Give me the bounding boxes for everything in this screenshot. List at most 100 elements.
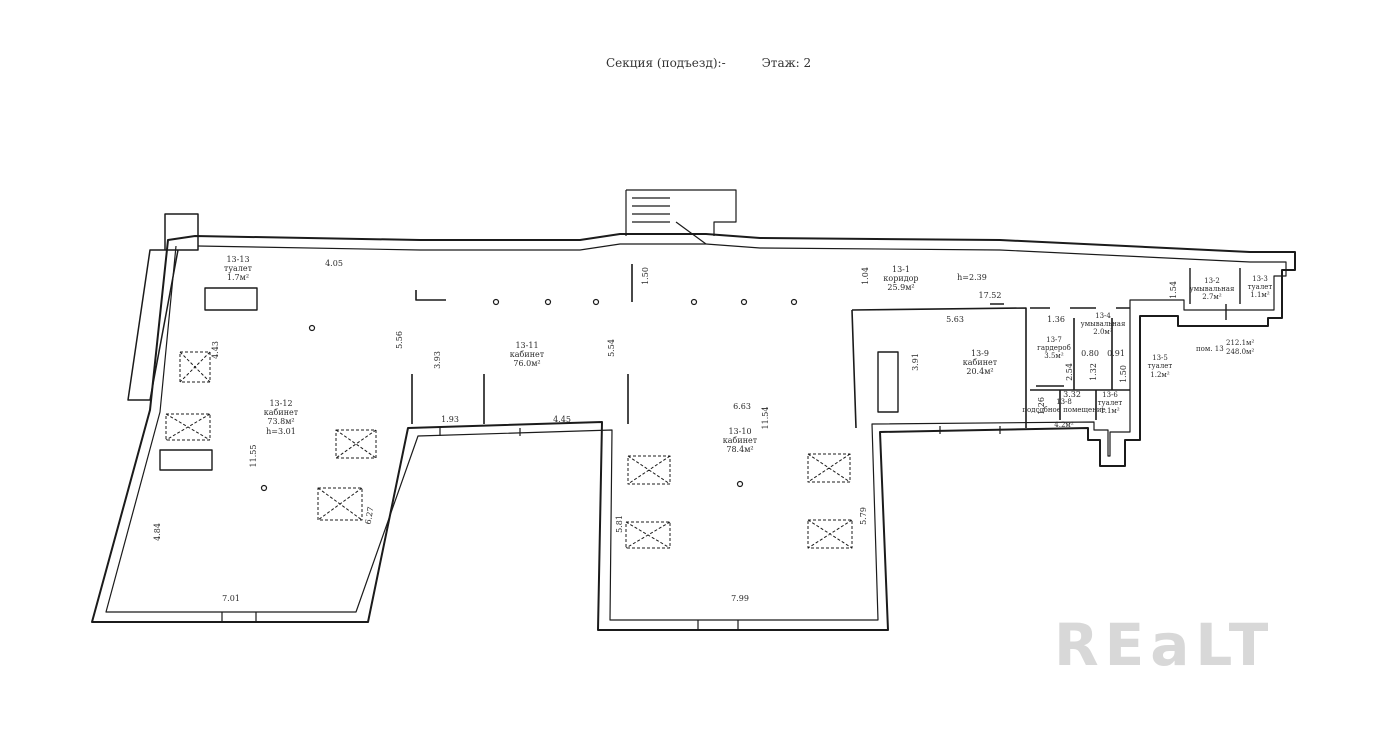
room-area: 3.5м² bbox=[1044, 352, 1064, 360]
room-13-12: 13-12 кабинет 73.8м² h=3.01 bbox=[264, 399, 299, 436]
sink-fixture-13-12 bbox=[159, 449, 213, 471]
room-id: 13-13 bbox=[226, 255, 249, 264]
room-13-3: 13-3 туалет 1.1м² bbox=[1248, 275, 1273, 299]
dimension-label: 4.43 bbox=[211, 341, 220, 359]
plan-header: Секция (подъезд):- Этаж: 2 bbox=[606, 56, 811, 70]
room-id: 13-11 bbox=[515, 341, 538, 350]
room-area: 1.1м² bbox=[1100, 407, 1120, 415]
room-height: h=3.01 bbox=[266, 427, 296, 436]
room-id: 13-10 bbox=[728, 427, 751, 436]
dimension-label: 11.54 bbox=[761, 407, 770, 430]
dimension-label: 17.52 bbox=[979, 291, 1002, 300]
room-type: гардероб bbox=[1037, 344, 1071, 352]
right-bay-partitions bbox=[1189, 268, 1241, 320]
dimension-label: 1.50 bbox=[641, 267, 650, 285]
room-13-13: 13-13 туалет 1.7м² bbox=[224, 255, 253, 282]
room-13-9: 13-9 кабинет 20.4м² bbox=[963, 349, 998, 376]
dimension-label: 1.54 bbox=[1169, 281, 1178, 299]
room-id: 13-2 bbox=[1204, 277, 1220, 285]
room-type: туалет bbox=[1098, 399, 1123, 407]
room-id: 13-8 bbox=[1056, 398, 1072, 406]
room-13-7: 13-7 гардероб 3.5м² bbox=[1037, 336, 1071, 360]
room-area: 78.4м² bbox=[726, 445, 753, 454]
room-type: туалет bbox=[224, 264, 253, 273]
dimension-label: 1.50 bbox=[1119, 365, 1128, 383]
room-type: туалет bbox=[1248, 283, 1273, 291]
inner-wall bbox=[105, 243, 1287, 621]
dimension-label: 5.81 bbox=[615, 515, 624, 533]
dimension-label: 1.93 bbox=[441, 415, 459, 424]
room-type: кабинет bbox=[723, 436, 758, 445]
room-area: 2.0м² bbox=[1093, 328, 1113, 336]
room-13-4: 13-4 умывальная 2.0м² bbox=[1081, 312, 1126, 336]
dimension-label: 6.63 bbox=[733, 402, 751, 411]
room-id: 13-12 bbox=[269, 399, 292, 408]
dimension-label: 4.45 bbox=[553, 415, 571, 424]
room-area: 25.9м² bbox=[887, 283, 914, 292]
dimension-label: 3.93 bbox=[433, 351, 442, 369]
dimension-label: 3.32 bbox=[1063, 390, 1081, 399]
room-13-8: 13-8 подсобное помещение 4.2м² bbox=[1022, 398, 1105, 429]
room-13-10: 13-10 кабинет 78.4м² bbox=[723, 427, 758, 454]
dimension-label: 5.79 bbox=[859, 507, 868, 525]
dimension-label: 1.04 bbox=[861, 267, 870, 285]
room-area: 2.7м² bbox=[1202, 293, 1222, 301]
dimension-label: 3.91 bbox=[911, 353, 920, 371]
room-area: 76.0м² bbox=[513, 359, 540, 368]
summary-area-total: 248.0м² bbox=[1226, 348, 1254, 356]
dimension-label: 1.36 bbox=[1047, 315, 1065, 324]
room-id: 13-6 bbox=[1102, 391, 1118, 399]
columns bbox=[260, 298, 798, 492]
room-id: 13-1 bbox=[892, 265, 910, 274]
room-id: 13-3 bbox=[1252, 275, 1268, 283]
small-rooms-partitions bbox=[1030, 307, 1130, 420]
room-area: 1.7м² bbox=[227, 273, 249, 282]
stub-walls bbox=[411, 264, 1004, 424]
window-openings bbox=[221, 426, 1001, 630]
dimension-label: 4.05 bbox=[325, 259, 343, 268]
room-id: 13-9 bbox=[971, 349, 989, 358]
outer-wall bbox=[91, 233, 1296, 631]
room-area: 1.1м² bbox=[1250, 291, 1270, 299]
room-type: кабинет bbox=[963, 358, 998, 367]
dimension-label: 7.01 bbox=[222, 594, 240, 603]
skylights bbox=[165, 351, 853, 549]
room-type: умывальная bbox=[1190, 285, 1235, 293]
room-area: 4.2м² bbox=[1054, 421, 1074, 429]
room-type: туалет bbox=[1148, 362, 1173, 370]
left-bay bbox=[127, 213, 199, 401]
dimension-label: 5.54 bbox=[607, 339, 616, 357]
section-label: Секция (подъезд):- bbox=[606, 56, 726, 70]
room-13-2: 13-2 умывальная 2.7м² bbox=[1190, 277, 1235, 301]
floor-label: Этаж: 2 bbox=[761, 56, 812, 70]
dimension-label: 1.32 bbox=[1089, 363, 1098, 381]
dimension-label: 5.63 bbox=[946, 315, 964, 324]
room-area: 20.4м² bbox=[966, 367, 993, 376]
dimension-label: 6.27 bbox=[364, 506, 376, 525]
summary-area-main: 212.1м² bbox=[1226, 339, 1254, 347]
dimension-label: 11.55 bbox=[249, 445, 258, 468]
room-area: 73.8м² bbox=[267, 417, 294, 426]
room-type: кабинет bbox=[264, 408, 299, 417]
dimension-label: 4.84 bbox=[153, 523, 162, 541]
entrance-stair bbox=[625, 189, 737, 245]
dimension-label: 2.54 bbox=[1065, 363, 1074, 381]
room-summary: пом. 13 212.1м² 248.0м² bbox=[1196, 339, 1254, 356]
dimension-label: 7.99 bbox=[731, 594, 749, 603]
dimension-label: 1.26 bbox=[1037, 397, 1046, 415]
room-type: кабинет bbox=[510, 350, 545, 359]
summary-label: пом. 13 bbox=[1196, 345, 1224, 353]
room-area: 1.2м² bbox=[1150, 371, 1170, 379]
dimension-label: 0.80 bbox=[1081, 349, 1099, 358]
bath-fixture-13-13 bbox=[204, 287, 258, 311]
fixture-13-9 bbox=[877, 351, 899, 413]
dimension-label: 0.91 bbox=[1107, 349, 1125, 358]
room-13-6: 13-6 туалет 1.1м² bbox=[1098, 391, 1123, 415]
room-id: 13-4 bbox=[1095, 312, 1111, 320]
room-id: 13-5 bbox=[1152, 354, 1168, 362]
room-13-1: 13-1 коридор 25.9м² h=2.39 bbox=[883, 265, 986, 292]
room-type: коридор bbox=[883, 274, 918, 283]
room-type: подсобное помещение bbox=[1022, 406, 1105, 414]
room-id: 13-7 bbox=[1046, 336, 1062, 344]
realt-watermark-logo: REaLT bbox=[1054, 611, 1275, 679]
